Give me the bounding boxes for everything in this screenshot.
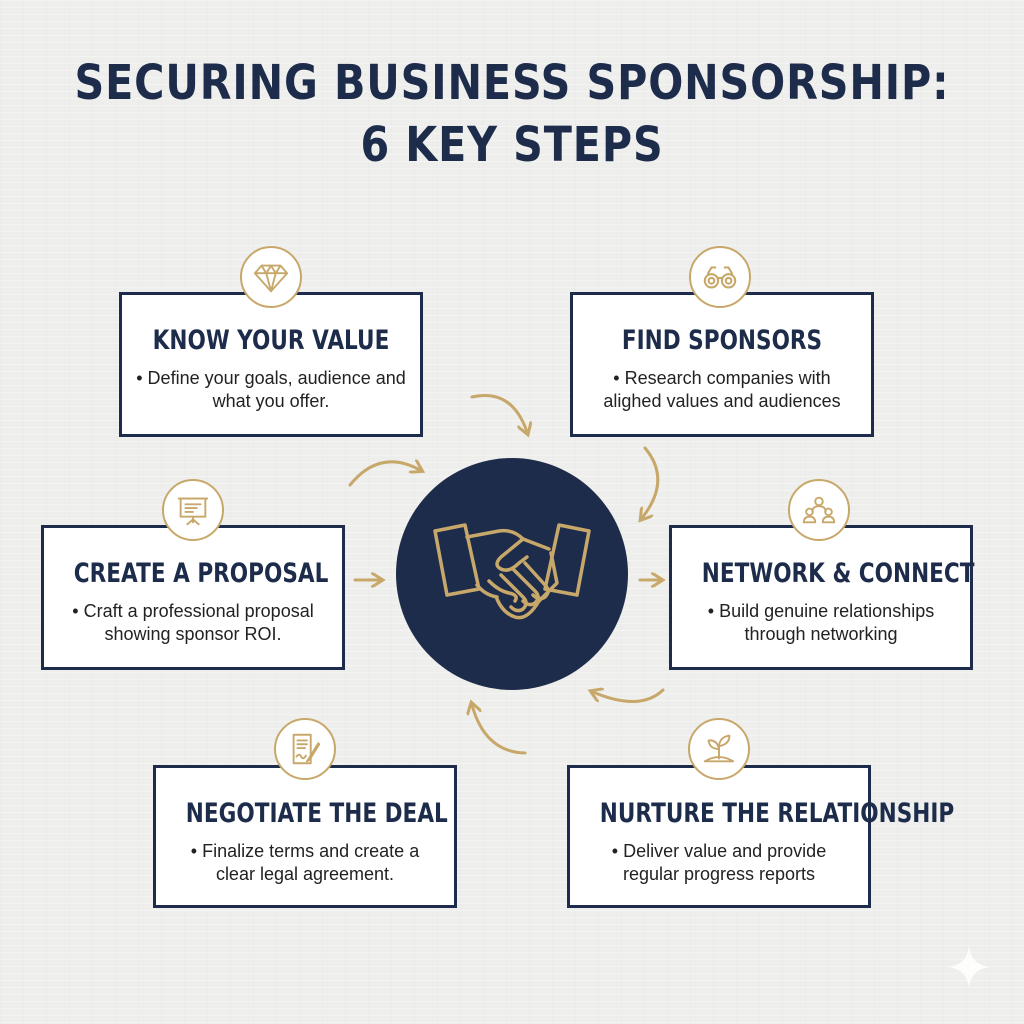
contract-pen-icon: [292, 733, 321, 765]
step-title: FIND SPONSORS: [621, 325, 823, 356]
step-card-network-and-connect: NETWORK & CONNECT • Build genuine relati…: [669, 525, 975, 670]
step-title: NEGOTIATE THE DEAL: [185, 798, 448, 829]
arrow-6: [593, 690, 665, 703]
step-title: NURTURE THE RELATIONSHIP: [599, 798, 955, 829]
step-icon-circle: [274, 718, 336, 780]
step-card-nurture-the-relationship: NURTURE THE RELATIONSHIP • Deliver value…: [567, 765, 955, 908]
handshake-icon: [433, 523, 591, 620]
handshake-hub: [396, 458, 628, 690]
step-card-negotiate-the-deal: NEGOTIATE THE DEAL • Finalize terms and …: [153, 765, 457, 908]
step-description: • Build genuine relationships through ne…: [707, 601, 935, 644]
step-description: • Craft a professional proposal showing …: [72, 601, 314, 644]
step-title: CREATE A PROPOSAL: [73, 558, 329, 589]
sprout-icon: [703, 734, 735, 763]
step-title: KNOW YOUR VALUE: [152, 325, 390, 356]
step-icon-circle: [788, 479, 850, 541]
people-network-icon: [802, 496, 836, 524]
title-line-2: 6 KEY STEPS: [360, 117, 664, 173]
step-card-find-sponsors: FIND SPONSORS • Research companies with …: [570, 292, 874, 437]
arrow-1: [470, 394, 527, 432]
presentation-board-icon: [177, 497, 209, 526]
step-description: • Deliver value and provide regular prog…: [611, 841, 827, 884]
step-card-create-a-proposal: CREATE A PROPOSAL • Craft a professional…: [41, 525, 345, 670]
step-icon-circle: [688, 718, 750, 780]
step-title: NETWORK & CONNECT: [701, 558, 975, 589]
arrow-3: [642, 446, 660, 518]
page-title: SECURING BUSINESS SPONSORSHIP: 6 KEY STE…: [72, 52, 953, 176]
step-card-know-your-value: KNOW YOUR VALUE • Define your goals, aud…: [119, 292, 423, 437]
step-description: • Define your goals, audience and what y…: [136, 368, 406, 411]
step-icon-circle: [689, 246, 751, 308]
title-line-1: SECURING BUSINESS SPONSORSHIP:: [74, 55, 950, 111]
step-icon-circle: [162, 479, 224, 541]
binoculars-icon: [703, 266, 737, 289]
step-description: • Finalize terms and create a clear lega…: [190, 841, 420, 884]
step-description: • Research companies with alighed values…: [603, 368, 841, 411]
arrow-7: [472, 705, 527, 755]
sparkle-icon: [948, 946, 990, 988]
diamond-icon: [253, 264, 289, 293]
step-icon-circle: [240, 246, 302, 308]
arrow-2: [348, 462, 420, 487]
